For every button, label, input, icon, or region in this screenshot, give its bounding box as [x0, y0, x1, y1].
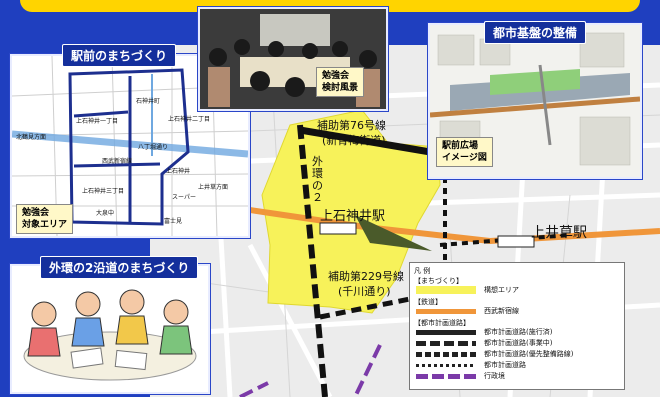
label-oizumi: 大泉中 [96, 210, 115, 217]
map-legend: 凡 例 【まちづくり】 構想エリア 【鉄道】 西武新宿線 【都市計画道路】 都市… [409, 262, 625, 390]
header-bar [20, 0, 640, 12]
road-76-label: 補助第76号線 [317, 119, 386, 132]
label-supermarket: スーパー [172, 194, 196, 201]
legend-item-road-completed: 都市計画道路(施行済) [414, 327, 620, 338]
legend-swatch [416, 286, 476, 294]
legend-label: 西武新宿線 [484, 307, 519, 315]
kamishakujii-station-label: 上石神井駅 [320, 209, 386, 224]
road-229-label: 補助第229号線 [328, 270, 404, 283]
legend-label: 都市計画道路(施行済) [484, 328, 553, 336]
station-front-title: 駅前のまちづくり [62, 44, 177, 67]
admin-boundary [353, 344, 382, 397]
label-3chome: 上石神井三丁目 [82, 188, 125, 195]
caption-line-2: 検討風景 [322, 83, 359, 93]
gaikan-2 [297, 124, 328, 397]
legend-item-concept-area: 構想エリア [414, 285, 620, 296]
label-kamishakujii: 上石神井 [166, 168, 191, 175]
legend-swatch [416, 309, 476, 314]
legend-item-road-priority: 都市計画道路(優先整備路線) [414, 349, 620, 360]
gaikan-corridor-title: 外環の2沿道のまちづくり [40, 256, 199, 279]
road-229-alias: (千川通り) [338, 285, 391, 298]
infrastructure-panel: 都市基盤の整備 駅前広場 イメージ図 [428, 21, 642, 179]
legend-item-road-in-progress: 都市計画道路(事業中) [414, 338, 620, 349]
legend-title: 凡 例 [414, 267, 431, 275]
gaikan-2-label: 外環の２ [312, 155, 323, 204]
legend-section-machizukuri: 【まちづくり】 [414, 277, 463, 285]
legend-swatch [416, 341, 476, 346]
caption-line-1: 駅前広場 [442, 141, 479, 151]
legend-section-railway: 【鉄道】 [414, 298, 442, 306]
legend-label: 構想エリア [484, 286, 519, 294]
label-fujimi: 富士見 [164, 218, 183, 225]
label-kitatsurumi: 北鶴見方面 [16, 134, 47, 141]
kamishakujii-station-marker [319, 222, 357, 235]
caption-line-2: イメージ図 [442, 153, 487, 163]
legend-section-roads: 【都市計画道路】 [414, 319, 470, 327]
gaikan-corridor-panel: 外環の2沿道のまちづくり [10, 256, 210, 394]
workshop-photo-panel: 勉強会 検討風景 [198, 7, 388, 111]
label-seibu: 西武新宿線 [102, 158, 133, 165]
workshop-caption: 勉強会 検討風景 [316, 67, 365, 97]
station-front-caption: 勉強会 対象エリア [16, 204, 74, 234]
label-2chome: 上石神井二丁目 [168, 116, 211, 123]
legend-label: 都市計画道路(優先整備路線) [484, 350, 574, 358]
kamiigusa-station-label: 上井草駅 [531, 225, 587, 241]
infrastructure-title: 都市基盤の整備 [484, 21, 587, 44]
legend-item-admin-boundary: 行政境 [414, 371, 620, 382]
label-1chome: 上石神井一丁目 [76, 118, 119, 125]
label-kamiigusa-direction: 上井草方面 [198, 184, 229, 191]
legend-item-seibu: 西武新宿線 [414, 306, 620, 317]
legend-swatch [416, 364, 476, 367]
infrastructure-caption: 駅前広場 イメージ図 [436, 137, 493, 167]
kamiigusa-station-marker [497, 235, 535, 248]
road-76-alias: (新青梅街道) [322, 134, 386, 147]
caption-line-1: 勉強会 [22, 208, 50, 218]
legend-label: 都市計画道路 [484, 361, 526, 369]
label-hacchobori: 八丁堀通り [138, 144, 169, 151]
residents-meeting-illustration [12, 266, 208, 392]
base-map-graphic [150, 45, 660, 397]
label-shakujiimachi: 石神井町 [136, 98, 161, 105]
legend-swatch [416, 374, 476, 379]
legend-swatch [416, 330, 476, 335]
caption-line-1: 勉強会 [322, 71, 350, 81]
caption-line-2: 対象エリア [22, 220, 68, 230]
legend-swatch [416, 352, 476, 357]
legend-label: 都市計画道路(事業中) [484, 339, 553, 347]
legend-item-road-planned: 都市計画道路 [414, 360, 620, 371]
legend-label: 行政境 [484, 372, 505, 380]
